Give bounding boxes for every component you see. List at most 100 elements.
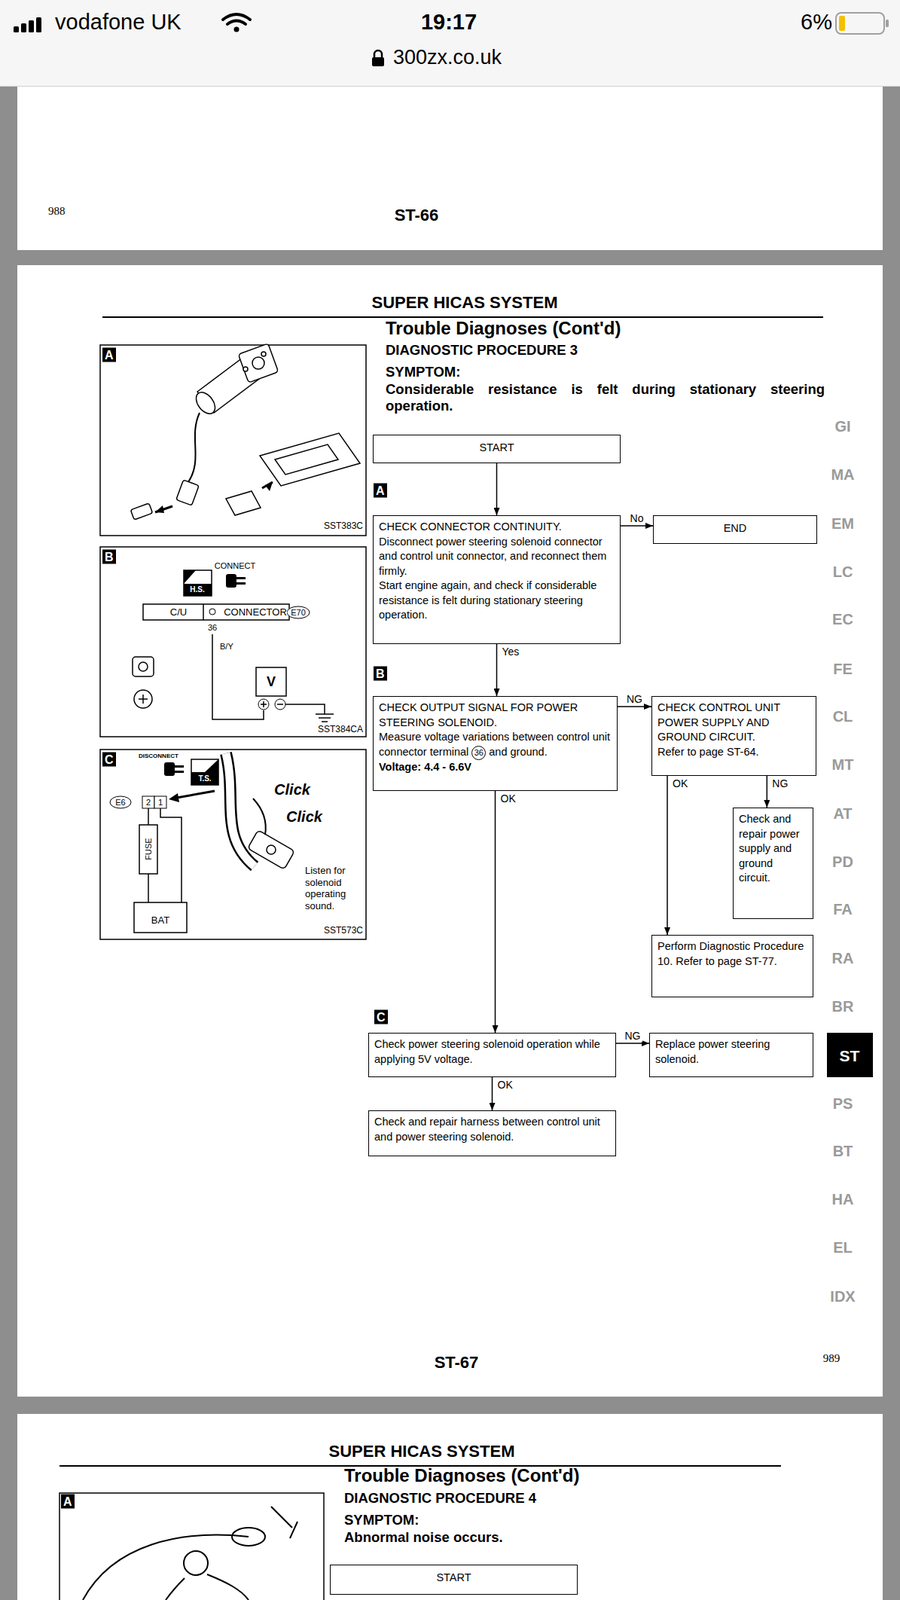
box-text: Check and repair harness between control… — [374, 1115, 601, 1143]
start-box: START — [372, 434, 621, 464]
subheading: SYMPTOM: — [385, 363, 461, 380]
section-tab: BT — [832, 1142, 854, 1160]
process-box: Replace power steering solenoid. — [649, 1032, 814, 1077]
box-text: Replace power steering solenoid. — [655, 1037, 770, 1065]
section-title: SUPER HICAS SYSTEM — [372, 292, 559, 312]
text-block: Voltage: 4.4 - 6.6V — [378, 759, 612, 775]
text-block: START — [378, 440, 615, 456]
text-block: END — [658, 521, 812, 537]
subheading: DIAGNOSTIC PROCEDURE 3 — [385, 341, 578, 358]
text-block: Measure voltage variations between contr… — [378, 729, 612, 760]
step-letter: A — [102, 347, 116, 363]
process-box: Perform Diagnostic Procedure 10. Refer t… — [651, 934, 814, 998]
figure-label: E6 — [115, 797, 126, 808]
box-text: CHECK CONTROL UNIT POWER SUPPLY AND GROU… — [657, 701, 781, 743]
section-tab: FA — [832, 900, 853, 919]
section-tab: BR — [832, 997, 855, 1016]
process-box: Check and repair harness between control… — [368, 1110, 617, 1157]
page-code: ST-67 — [434, 1352, 479, 1372]
branch-label: NG — [625, 693, 644, 705]
subheading: Abnormal noise occurs. — [344, 1528, 504, 1545]
text-block: CHECK OUTPUT SIGNAL FOR POWER STEERING S… — [378, 700, 612, 730]
text-block: Start engine again, and check if conside… — [378, 578, 615, 623]
section-tab: ST — [839, 1046, 861, 1065]
section-tab: EM — [831, 515, 855, 533]
process-box: Check and repair power supply and ground… — [732, 807, 814, 919]
figure-label: B/Y — [219, 641, 234, 652]
icon-label: H.S. — [189, 585, 205, 595]
section-tab: PS — [832, 1095, 854, 1113]
terminal-number: 36 — [471, 745, 486, 760]
text-block: Check and repair harness between control… — [374, 1114, 611, 1145]
section-tab: IDX — [829, 1287, 855, 1306]
branch-label: NG — [770, 777, 790, 790]
note-text: Listen for solenoid operating sound. — [305, 864, 366, 912]
section-tab: GI — [834, 417, 851, 436]
start-box: START — [329, 1564, 578, 1595]
step-letter: C — [374, 1009, 388, 1025]
url-text: 300zx.co.uk — [393, 45, 502, 70]
flow-arrow — [616, 1042, 650, 1044]
box-text: Refer to page ST-64. — [657, 745, 760, 758]
figure-label: 36 — [207, 622, 217, 633]
section-tab: LC — [832, 563, 854, 581]
icon-label: T.S. — [198, 774, 211, 784]
step-letter: A — [373, 483, 388, 498]
process-box: CHECK OUTPUT SIGNAL FOR POWER STEERING S… — [372, 695, 618, 791]
section-tab: MT — [832, 756, 855, 774]
text-block: Check power steering solenoid operation … — [374, 1037, 611, 1067]
flow-arrow — [617, 705, 652, 708]
section-tab: AT — [832, 805, 852, 823]
clock: 19:17 — [421, 9, 477, 35]
section-tab: RA — [832, 949, 855, 968]
figure-code: SST384CA — [317, 724, 364, 736]
flow-arrow — [496, 643, 498, 696]
branch-label: OK — [496, 1079, 515, 1091]
subheading: DIAGNOSTIC PROCEDURE 4 — [344, 1489, 537, 1506]
flow-arrow — [491, 1076, 494, 1111]
box-text: Start engine again, and check if conside… — [378, 579, 597, 621]
section-tab: CL — [832, 707, 854, 726]
box-text: START — [436, 1571, 471, 1584]
section-title: SUPER HICAS SYSTEM — [329, 1441, 516, 1461]
figure-label: CONNECTOR — [223, 607, 287, 619]
step-letter: A — [61, 1494, 75, 1509]
status-text: 6% — [800, 9, 833, 35]
page-number: 989 — [823, 1351, 841, 1365]
figure-label: FUSE — [143, 837, 154, 860]
box-text: CHECK OUTPUT SIGNAL FOR POWER STEERING S… — [378, 701, 578, 729]
section-tab: EL — [832, 1238, 853, 1257]
section-tab: PD — [832, 853, 854, 871]
box-text: Check and repair power supply and ground… — [738, 812, 800, 884]
branch-label: Yes — [500, 646, 522, 658]
sound-label: Click — [286, 808, 323, 826]
heading: Trouble Diagnoses (Cont'd) — [385, 317, 621, 339]
heading: Trouble Diagnoses (Cont'd) — [344, 1464, 580, 1486]
section-tab: HA — [832, 1190, 855, 1209]
end-box: END — [652, 515, 818, 544]
box-text: END — [723, 521, 748, 534]
step-letter: C — [102, 752, 116, 767]
branch-label: No — [628, 512, 646, 525]
flow-arrow — [496, 463, 498, 516]
meter-label: V — [266, 674, 276, 690]
branch-label: OK — [671, 777, 690, 790]
flow-arrow — [494, 790, 497, 1033]
figure-label: C/U — [170, 607, 187, 619]
text-block: CHECK CONNECTOR CONTINUITY. — [378, 519, 615, 535]
box-text: Voltage: 4.4 - 6.6V — [378, 760, 472, 773]
figure-label: DISCONNECT — [138, 752, 179, 760]
figure-label: E70 — [290, 607, 306, 618]
process-box: Check power steering solenoid operation … — [368, 1032, 617, 1077]
flow-arrow — [666, 775, 669, 935]
page-code: ST-66 — [394, 205, 440, 225]
text-block: Perform Diagnostic Procedure 10. Refer t… — [657, 939, 808, 969]
flow-arrow — [766, 775, 769, 808]
branch-label: NG — [623, 1030, 643, 1042]
text-block: Replace power steering solenoid. — [655, 1037, 808, 1067]
sound-label: Click — [274, 781, 311, 799]
box-text: Check power steering solenoid operation … — [374, 1037, 601, 1065]
figure-label: BAT — [151, 915, 170, 927]
step-letter: B — [102, 549, 116, 565]
box-text: CHECK CONNECTOR CONTINUITY. — [378, 520, 562, 533]
